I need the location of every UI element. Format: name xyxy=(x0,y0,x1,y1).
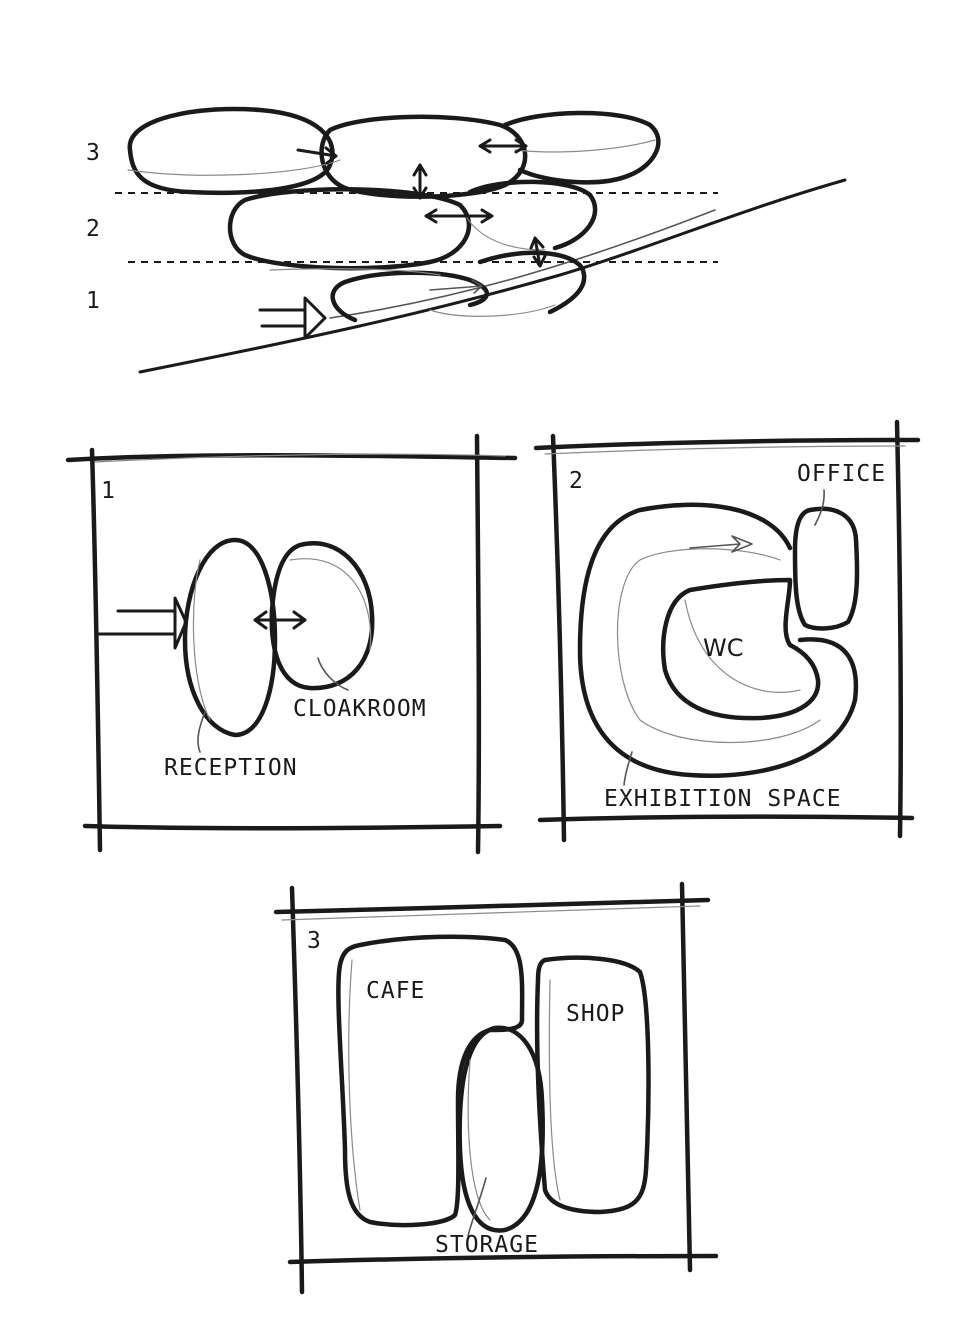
office-label: OFFICE xyxy=(797,461,887,487)
level-3-bubble-left xyxy=(127,106,335,196)
plan-1-frame xyxy=(65,433,518,855)
two-way-arrow-icon xyxy=(412,163,428,200)
two-way-arrow-icon xyxy=(478,138,528,154)
arrow-right-icon xyxy=(429,279,483,294)
plan-2-spaces xyxy=(577,489,860,786)
level-2-sketch-lines xyxy=(464,214,546,251)
plan-1-spaces xyxy=(96,537,375,753)
entrance-arrow-icon xyxy=(96,596,188,650)
plan-2-frame xyxy=(533,419,921,843)
cloakroom-label: CLOAKROOM xyxy=(293,696,427,722)
exhibition-space-label: EXHIBITION SPACE xyxy=(604,786,842,812)
level-1-bubble-left xyxy=(330,270,490,323)
shop-label: SHOP xyxy=(566,1001,626,1027)
two-way-arrow-icon xyxy=(529,236,547,268)
plan-1-number: 1 xyxy=(101,478,116,504)
level-2-bubble-right xyxy=(467,179,598,251)
section-level-1-number: 1 xyxy=(86,288,101,314)
level-3-sketch-lines xyxy=(127,139,656,176)
level-1-sketch-lines xyxy=(269,268,556,317)
shop-bubble xyxy=(534,955,651,1215)
ground-line xyxy=(138,178,847,374)
section-diagram xyxy=(115,106,847,374)
wc-label: WC xyxy=(703,634,744,662)
storage-label: STORAGE xyxy=(435,1232,539,1258)
level-2-bubble-left xyxy=(227,187,472,271)
section-level-3-number: 3 xyxy=(86,140,101,166)
office-bubble xyxy=(792,506,860,631)
cafe-bubble xyxy=(336,934,525,1228)
two-way-arrow-icon xyxy=(253,610,307,630)
plan-3-number: 3 xyxy=(307,928,322,954)
wc-bubble xyxy=(661,577,821,721)
storage-bubble xyxy=(457,1025,545,1233)
ground-line-sketch xyxy=(329,209,716,319)
plan-2-number: 2 xyxy=(569,468,584,494)
exhibition-space-loop xyxy=(577,502,859,778)
two-way-arrow-icon xyxy=(424,208,494,224)
level-3-bubble-right xyxy=(502,110,661,185)
cafe-label: CAFE xyxy=(366,978,426,1004)
entrance-arrow-icon xyxy=(258,296,327,340)
reception-label: RECEPTION xyxy=(164,755,298,781)
plan-3-frame xyxy=(273,881,719,1295)
section-level-2-number: 2 xyxy=(86,216,101,242)
plan-3-spaces xyxy=(336,934,651,1237)
arrow-right-icon xyxy=(296,146,338,165)
cloakroom-bubble xyxy=(269,541,375,691)
arrow-right-icon xyxy=(689,535,753,553)
level-1-bubble-right xyxy=(477,250,587,315)
